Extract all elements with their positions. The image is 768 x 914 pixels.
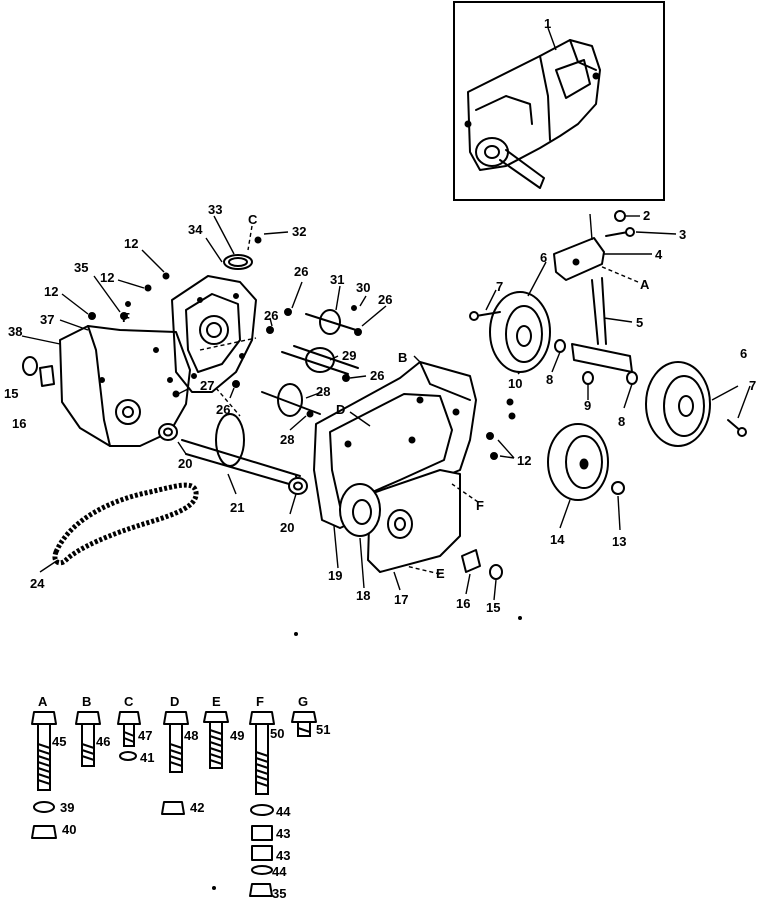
drive-chain (39, 482, 199, 573)
callout-7-right: 7 (749, 378, 756, 393)
hardware-bolt-48: 48 (184, 728, 198, 743)
callout-7-left: 7 (496, 279, 503, 294)
callout-27: 27 (200, 378, 214, 393)
callout-6-right: 6 (740, 346, 747, 361)
callout-26-top: 26 (294, 264, 308, 279)
callout-12-right: 12 (517, 453, 531, 468)
callout-labels: 1 2 3 4 A 5 6 6 7 7 8 8 9 10 12 12 12 12… (4, 16, 756, 615)
callout-28-upper: 28 (316, 384, 330, 399)
callout-f-marker-right: F (476, 498, 484, 513)
right-housing (313, 355, 516, 601)
callout-35: 35 (74, 260, 88, 275)
callout-29: 29 (342, 348, 356, 363)
hardware-key: A 45 39 40 B 46 C 47 41 D 48 42 E (31, 694, 330, 901)
callout-16-left: 16 (12, 416, 26, 431)
wheel-assembly (469, 210, 751, 531)
callout-3: 3 (679, 227, 686, 242)
callout-30: 30 (356, 280, 370, 295)
callout-33: 33 (208, 202, 222, 217)
callout-31: 31 (330, 272, 344, 287)
callout-20-right: 20 (280, 520, 294, 535)
callout-9: 9 (584, 398, 591, 413)
callout-38: 38 (8, 324, 22, 339)
callout-26-right: 26 (378, 292, 392, 307)
shafts-and-gears (177, 281, 387, 515)
callout-17: 17 (394, 592, 408, 607)
hardware-bolt-51: 51 (316, 722, 330, 737)
callout-15-left: 15 (4, 386, 18, 401)
hardware-washer-44-top: 44 (276, 804, 291, 819)
hardware-washer-41: 41 (140, 750, 154, 765)
callout-15-right: 15 (486, 600, 500, 615)
hardware-bolt-50: 50 (270, 726, 284, 741)
callout-12-top: 12 (124, 236, 138, 251)
hardware-letter-f: F (256, 694, 264, 709)
callout-8-left: 8 (546, 372, 553, 387)
hardware-letter-e: E (212, 694, 221, 709)
hardware-bolt-49: 49 (230, 728, 244, 743)
callout-1: 1 (544, 16, 551, 31)
callout-24: 24 (30, 576, 45, 591)
left-case-halves (21, 215, 289, 447)
callout-18: 18 (356, 588, 370, 603)
hardware-letter-c: C (124, 694, 134, 709)
callout-f-marker-left: F (122, 310, 130, 325)
callout-37: 37 (40, 312, 54, 327)
callout-d-marker: D (336, 402, 345, 417)
callout-12-mid: 12 (100, 270, 114, 285)
callout-14: 14 (550, 532, 565, 547)
callout-26-left: 26 (216, 402, 230, 417)
hardware-spacer-43-b: 43 (276, 848, 290, 863)
callout-32: 32 (292, 224, 306, 239)
callout-8-right: 8 (618, 414, 625, 429)
hardware-bolt-46: 46 (96, 734, 110, 749)
callout-26-mid: 26 (264, 308, 278, 323)
hardware-nut-35: 35 (272, 886, 286, 901)
hardware-bolt-47: 47 (138, 728, 152, 743)
callout-21: 21 (230, 500, 244, 515)
callout-2: 2 (643, 208, 650, 223)
inset-assembly (453, 1, 665, 201)
hardware-letter-a: A (38, 694, 48, 709)
callout-5: 5 (636, 315, 643, 330)
hardware-letter-d: D (170, 694, 179, 709)
hardware-nut-42: 42 (190, 800, 204, 815)
hardware-spacer-43-a: 43 (276, 826, 290, 841)
hardware-nut-40: 40 (62, 822, 76, 837)
callout-20-left: 20 (178, 456, 192, 471)
hardware-bolt-45: 45 (52, 734, 66, 749)
callout-4: 4 (655, 247, 663, 262)
hardware-letter-b: B (82, 694, 91, 709)
callout-12-left: 12 (44, 284, 58, 299)
callout-b-marker: B (398, 350, 407, 365)
callout-28-lower: 28 (280, 432, 294, 447)
callout-34: 34 (188, 222, 203, 237)
callout-19: 19 (328, 568, 342, 583)
callout-6-left: 6 (540, 250, 547, 265)
callout-13: 13 (612, 534, 626, 549)
hardware-letter-g: G (298, 694, 308, 709)
callout-c-marker: C (248, 212, 258, 227)
callout-10: 10 (508, 376, 522, 391)
callout-a-marker: A (640, 277, 650, 292)
callout-26-lower: 26 (370, 368, 384, 383)
callout-16-right: 16 (456, 596, 470, 611)
hardware-washer-44-bottom: 44 (272, 864, 287, 879)
hardware-washer-39: 39 (60, 800, 74, 815)
callout-e-marker: E (436, 566, 445, 581)
